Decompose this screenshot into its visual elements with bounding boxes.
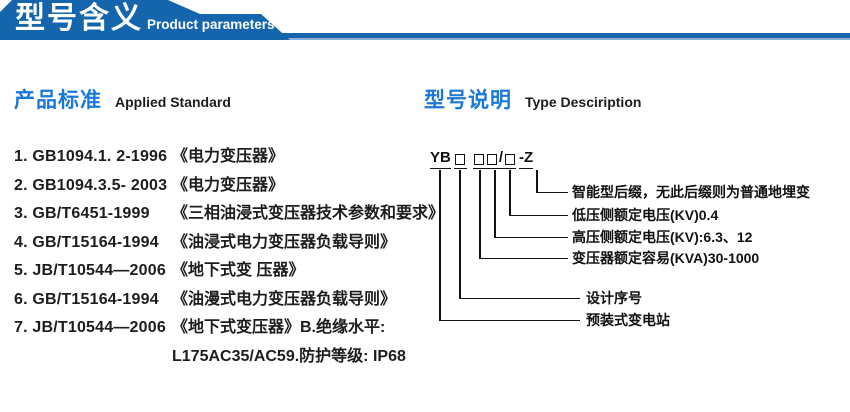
connector-line <box>459 170 461 299</box>
smart-suffix-label: 智能型后缀，无此后缀则为普通地埋变 <box>572 184 810 200</box>
connector-line <box>439 319 580 321</box>
model-capacity-voltage-boxes: / <box>472 149 517 169</box>
standard-continuation: L175AC35/AC59.防护等级: IP68 <box>172 347 406 365</box>
connector-line <box>479 170 481 259</box>
standard-item: 3. GB/T6451-1999 《三相油浸式变压器技术参数和要求》 <box>14 203 444 232</box>
standards-list: 1. GB1094.1. 2-1996 《电力变压器》 2. GB1094.3.… <box>14 146 444 374</box>
design-serial-label: 设计序号 <box>586 290 642 306</box>
standard-code: 5. JB/T10544—2006 <box>14 262 166 279</box>
standard-code: 6. GB/T15164-1994 <box>14 290 159 308</box>
connector-line <box>479 257 568 259</box>
standard-item: 5. JB/T10544—2006 《地下式变 压器》 <box>14 260 424 289</box>
applied-standard-heading-en: Applied Standard <box>115 94 231 110</box>
placeholder-box-icon <box>487 154 498 165</box>
substation-label: 预装式变电站 <box>586 312 670 328</box>
standard-code: 1. GB1094.1. 2-1996 <box>14 148 168 165</box>
applied-standard-heading-cn: 产品标准 <box>14 89 102 112</box>
type-description-heading-cn: 型号说明 <box>424 89 512 112</box>
applied-standard-heading: 产品标准 Applied Standard <box>14 84 231 114</box>
model-suffix: -Z <box>519 149 534 169</box>
standard-item: 6. GB/T15164-1994 《油漫式电力变压器负载导则》 <box>14 289 424 318</box>
header-rule <box>0 33 850 40</box>
standard-item: 1. GB1094.1. 2-1996 《电力变压器》 <box>14 146 424 175</box>
placeholder-box-icon <box>474 154 485 165</box>
model-separator: / <box>498 149 504 166</box>
standard-title: 《油漫式电力变压器负载导则》 <box>172 290 397 308</box>
standard-item: 2. GB1094.3.5- 2003 《电力变压器》 <box>14 175 424 204</box>
standard-code: 4. GB/T15164-1994 <box>14 233 159 251</box>
standard-code: 2. GB1094.3.5- 2003 <box>14 176 168 194</box>
standard-title: 《地下式变 压器》 <box>172 262 305 279</box>
standard-title: 《电力变压器》 <box>172 176 285 194</box>
placeholder-box-icon <box>455 154 466 165</box>
connector-line <box>509 214 568 216</box>
connector-line <box>509 170 511 216</box>
connector-line <box>494 170 496 238</box>
page-subtitle: Product parameters <box>147 17 275 32</box>
placeholder-box-icon <box>504 154 515 165</box>
type-description-heading: 型号说明 Type Desciription <box>424 84 641 114</box>
connector-line <box>459 297 580 299</box>
standard-title: 《电力变压器》 <box>172 148 285 165</box>
high-voltage-label: 高压侧额定电压(KV):6.3、12 <box>572 229 753 245</box>
standard-item: 7. JB/T10544—2006 《地下式变压器》B.绝缘水平: <box>14 317 424 346</box>
standard-code: 7. JB/T10544—2006 <box>14 319 166 336</box>
model-code: YB / -Z <box>430 149 534 169</box>
type-description-heading-en: Type Desciription <box>525 94 642 110</box>
connector-line <box>494 236 568 238</box>
capacity-label: 变压器额定容易(KVA)30-1000 <box>572 250 760 266</box>
low-voltage-label: 低压侧额定电压(KV)0.4 <box>572 207 719 223</box>
connector-line <box>439 170 441 321</box>
standard-code: 3. GB/T6451-1999 <box>14 205 150 222</box>
connector-line <box>536 170 538 193</box>
standard-title: 《三相油浸式变压器技术参数和要求》 <box>172 205 445 222</box>
standard-title: 《地下式变压器》B.绝缘水平: <box>172 319 386 336</box>
connector-line <box>536 191 568 193</box>
model-prefix: YB <box>430 149 451 169</box>
model-serial-box <box>453 154 467 169</box>
page-title: 型号含义 <box>15 2 143 35</box>
standard-title: 《油浸式电力变压器负载导则》 <box>172 233 397 251</box>
standard-item: 4. GB/T15164-1994 《油浸式电力变压器负载导则》 <box>14 232 424 261</box>
